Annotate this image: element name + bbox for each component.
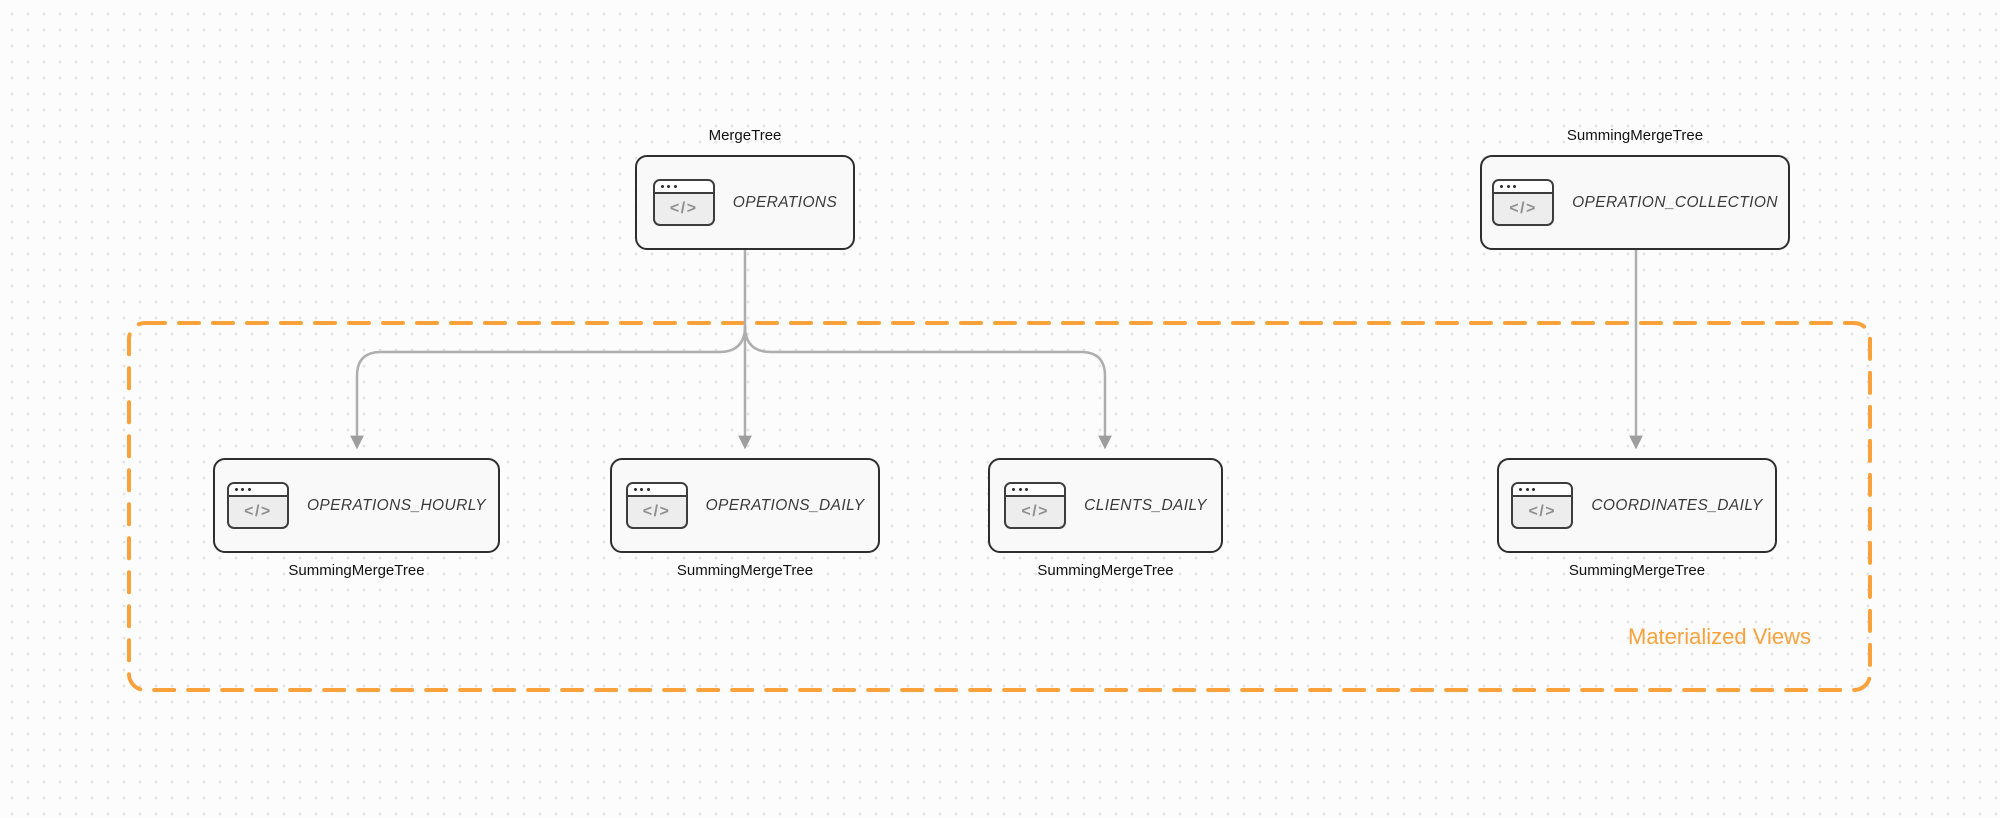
materialized-views-group-border (127, 321, 1872, 692)
node-label: CLIENTS_DAILY (1084, 496, 1207, 514)
window-dot (1012, 488, 1016, 491)
window-dot (673, 185, 677, 188)
engine-label: SummingMergeTree (1037, 562, 1174, 579)
window-dot (660, 185, 664, 188)
node-group-coordinates-daily: </> COORDINATES_DAILY SummingMergeTree (1497, 458, 1777, 580)
window-dot (640, 488, 644, 491)
code-window-icon: </> (226, 482, 289, 529)
engine-label: SummingMergeTree (1568, 562, 1706, 579)
node-group-operations-daily: </> OPERATIONS_DAILY SummingMergeTree (610, 458, 880, 580)
window-traffic-dots (228, 484, 287, 497)
window-traffic-dots (654, 181, 713, 194)
node-operations-daily: </> OPERATIONS_DAILY (610, 458, 880, 553)
engine-label: SummingMergeTree (288, 562, 425, 579)
node-group-clients-daily: </> CLIENTS_DAILY SummingMergeTree (988, 458, 1223, 580)
node-label: OPERATIONS_DAILY (705, 496, 865, 514)
window-dot (241, 488, 245, 491)
window-traffic-dots (1513, 484, 1572, 497)
node-group-operations: MergeTree </> OPERATIONS (635, 126, 855, 250)
window-dot (646, 488, 650, 491)
node-operation-collection: </> OPERATION_COLLECTION (1480, 155, 1790, 250)
window-dot (247, 488, 251, 491)
engine-label: SummingMergeTree (1566, 127, 1704, 144)
code-window-icon: </> (1492, 179, 1555, 226)
window-dot (667, 185, 671, 188)
code-glyph: </> (1021, 503, 1049, 520)
node-group-operation-collection: SummingMergeTree </> OPERATION_COLLECTIO… (1480, 126, 1790, 250)
window-dot (1506, 185, 1510, 188)
window-dot (1513, 185, 1517, 188)
window-dot (1532, 488, 1536, 491)
edge-operations-to-operations-hourly (350, 325, 747, 450)
code-window-icon: </> (1004, 482, 1067, 529)
node-clients-daily: </> CLIENTS_DAILY (988, 458, 1223, 553)
code-window-icon: </> (1511, 482, 1574, 529)
code-window-icon: </> (652, 179, 715, 226)
code-glyph: </> (1528, 503, 1557, 520)
window-traffic-dots (1494, 181, 1553, 194)
node-label: OPERATION_COLLECTION (1572, 193, 1778, 211)
engine-label: SummingMergeTree (676, 562, 814, 579)
engine-label: MergeTree (708, 127, 782, 144)
node-label: COORDINATES_DAILY (1591, 496, 1763, 514)
edge-operations-to-clients-daily (743, 325, 1112, 450)
node-label: OPERATIONS (732, 193, 838, 211)
code-glyph: </> (642, 503, 671, 520)
node-group-operations-hourly: </> OPERATIONS_HOURLY SummingMergeTree (213, 458, 500, 580)
window-dot (1525, 488, 1529, 491)
node-operations: </> OPERATIONS (635, 155, 855, 250)
code-glyph: </> (244, 503, 272, 520)
window-dot (1500, 185, 1504, 188)
window-traffic-dots (1006, 484, 1065, 497)
window-dot (1519, 488, 1523, 491)
window-traffic-dots (627, 484, 686, 497)
code-glyph: </> (1509, 200, 1537, 217)
code-window-icon: </> (625, 482, 688, 529)
node-operations-hourly: </> OPERATIONS_HOURLY (213, 458, 500, 553)
materialized-views-label: Materialized Views (1628, 624, 1812, 649)
window-dot (633, 488, 637, 491)
code-glyph: </> (669, 200, 698, 217)
window-dot (1018, 488, 1022, 491)
window-dot (234, 488, 238, 491)
node-label: OPERATIONS_HOURLY (306, 496, 487, 514)
window-dot (1025, 488, 1029, 491)
node-coordinates-daily: </> COORDINATES_DAILY (1497, 458, 1777, 553)
